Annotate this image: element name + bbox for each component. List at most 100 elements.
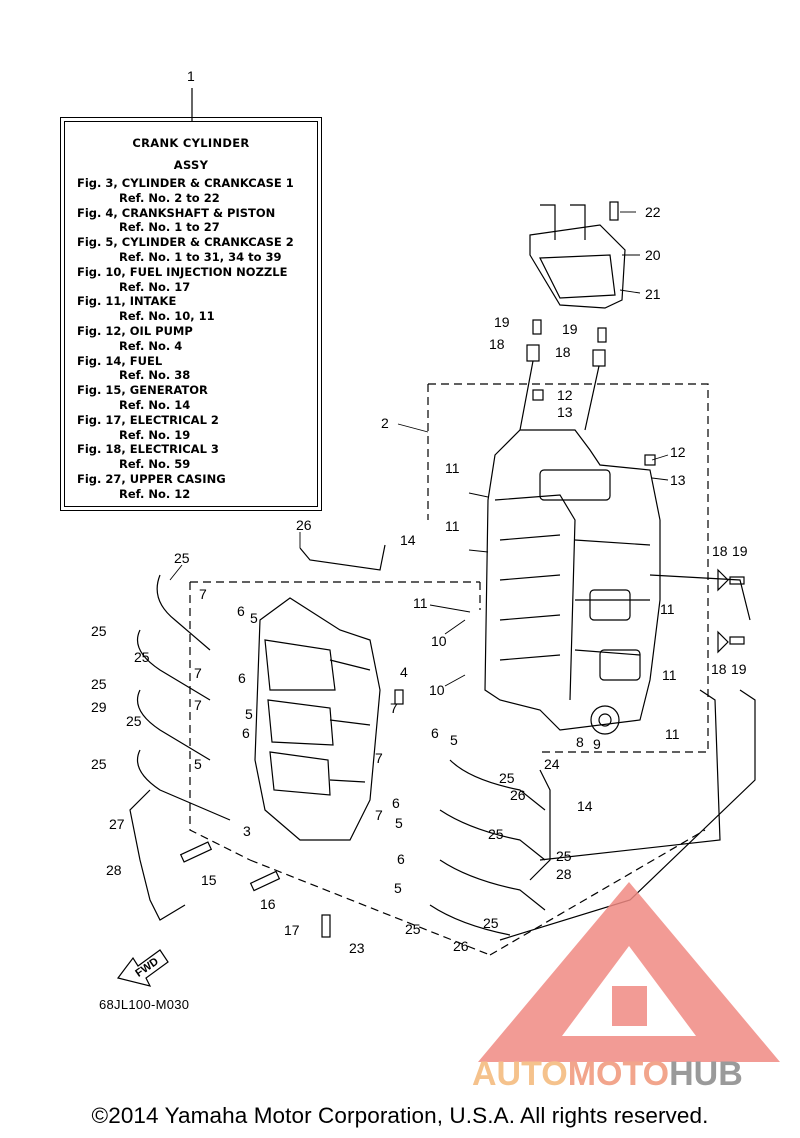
- callout: 10: [429, 682, 445, 698]
- top-cover-part: [529, 204, 626, 309]
- legend-ref-line: Ref. No. 2 to 22: [119, 190, 220, 205]
- callout: 11: [662, 667, 677, 683]
- callout: 5: [194, 756, 202, 772]
- dashed-boundary-crankcase: [427, 383, 709, 753]
- gasket-left: [136, 574, 231, 821]
- hose-right-1: [539, 689, 721, 861]
- watermark-text: AUTOMOTOHUB: [472, 1055, 743, 1094]
- callout: 7: [390, 700, 398, 716]
- dashed-boundary-lower: [249, 829, 706, 956]
- callout: 25: [483, 915, 499, 931]
- callout: 23: [349, 940, 365, 956]
- legend-ref-line: Ref. No. 59: [119, 457, 191, 472]
- legend-ref-line: Ref. No. 14: [119, 397, 191, 412]
- callout: 18: [489, 336, 505, 352]
- callout: 25: [174, 550, 190, 566]
- callout: 5: [245, 706, 253, 722]
- legend-ref-number: 1: [187, 68, 195, 84]
- callout: 28: [556, 866, 572, 882]
- callout: 25: [91, 623, 107, 639]
- callout: 25: [134, 649, 150, 665]
- callout: 11: [445, 518, 460, 534]
- legend-ref-line: Ref. No. 17: [119, 279, 191, 294]
- callout: 19: [732, 543, 748, 559]
- callout: 25: [405, 921, 421, 937]
- callout: 17: [284, 922, 300, 938]
- legend-ref-line: Ref. No. 10, 11: [119, 309, 215, 324]
- crankcase-part: [484, 429, 661, 735]
- legend-fig-line: Fig. 17, ELECTRICAL 2: [77, 412, 219, 427]
- fwd-label: FWD: [133, 956, 160, 980]
- dashed-boundary-cylinder: [189, 581, 481, 861]
- callout: 2: [381, 415, 389, 431]
- callout: 25: [126, 713, 142, 729]
- assembly-legend: CRANK CYLINDER ASSY Fig. 3, CYLINDER & C…: [60, 117, 322, 511]
- callout: 5: [450, 732, 458, 748]
- watermark-moto: MOTO: [567, 1055, 670, 1093]
- figure-code: 68JL100-M030: [99, 997, 190, 1012]
- callout: 28: [106, 862, 122, 878]
- legend-fig-line: Fig. 18, ELECTRICAL 3: [77, 442, 219, 457]
- callout: 6: [397, 851, 405, 867]
- callout: 21: [645, 286, 661, 302]
- callout: 11: [445, 460, 460, 476]
- callout: 26: [453, 938, 469, 954]
- callout: 9: [593, 736, 601, 752]
- callout: 14: [577, 798, 593, 814]
- fwd-arrow: [116, 949, 169, 987]
- callout: 4: [400, 664, 408, 680]
- cylinder-block-part: [254, 597, 381, 841]
- callout: 29: [91, 699, 107, 715]
- callout: 18: [711, 661, 727, 677]
- legend-ref-line: Ref. No. 19: [119, 427, 191, 442]
- callout: 7: [194, 697, 202, 713]
- legend-title: CRANK CYLINDER ASSY: [65, 132, 317, 176]
- legend-ref-line: Ref. No. 4: [119, 338, 183, 353]
- hose-right-3: [649, 574, 751, 621]
- legend-fig-line: Fig. 27, UPPER CASING: [77, 471, 226, 486]
- callout: 3: [243, 823, 251, 839]
- callout: 7: [375, 750, 383, 766]
- gasket-lower-left: [129, 789, 186, 921]
- callout: 7: [194, 665, 202, 681]
- legend-title-line1: CRANK CYLINDER: [132, 136, 250, 150]
- sensor-part: [519, 344, 745, 654]
- callout: 14: [400, 532, 416, 548]
- callout: 7: [199, 586, 207, 602]
- bolt-parts: [179, 201, 656, 938]
- callout: 11: [665, 726, 680, 742]
- callout: 19: [562, 321, 578, 337]
- legend-fig-line: Fig. 5, CYLINDER & CRANKCASE 2: [77, 235, 294, 250]
- callout: 5: [394, 880, 402, 896]
- legend-fig-line: Fig. 15, GENERATOR: [77, 383, 208, 398]
- callout: 20: [645, 247, 661, 263]
- legend-fig-line: Fig. 10, FUEL INJECTION NOZZLE: [77, 264, 288, 279]
- callout: 10: [431, 633, 447, 649]
- legend-ref-line: Ref. No. 38: [119, 368, 191, 383]
- watermark-auto: AUTO: [472, 1055, 568, 1093]
- callout: 25: [499, 770, 515, 786]
- callout: 15: [201, 872, 217, 888]
- callout: 22: [645, 204, 661, 220]
- callout: 5: [250, 610, 258, 626]
- callout: 12: [557, 387, 573, 403]
- callout: 25: [91, 756, 107, 772]
- hose-right-2: [499, 689, 756, 941]
- legend-ref-line: Ref. No. 1 to 31, 34 to 39: [119, 249, 282, 264]
- watermark-triangle-icon: [478, 882, 780, 1062]
- legend-fig-line: Fig. 14, FUEL: [77, 353, 163, 368]
- legend-ref-line: Ref. No. 12: [119, 486, 191, 501]
- gasket-center: [299, 544, 386, 571]
- callout: 12: [670, 444, 686, 460]
- callout: 6: [237, 603, 245, 619]
- callout: 6: [392, 795, 400, 811]
- callout: 6: [431, 725, 439, 741]
- callout: 18: [712, 543, 728, 559]
- watermark-hub: HUB: [669, 1055, 743, 1093]
- callout: 6: [238, 670, 246, 686]
- watermark-logo: [478, 882, 780, 1062]
- hose-center: [529, 769, 551, 881]
- callout: 13: [557, 404, 573, 420]
